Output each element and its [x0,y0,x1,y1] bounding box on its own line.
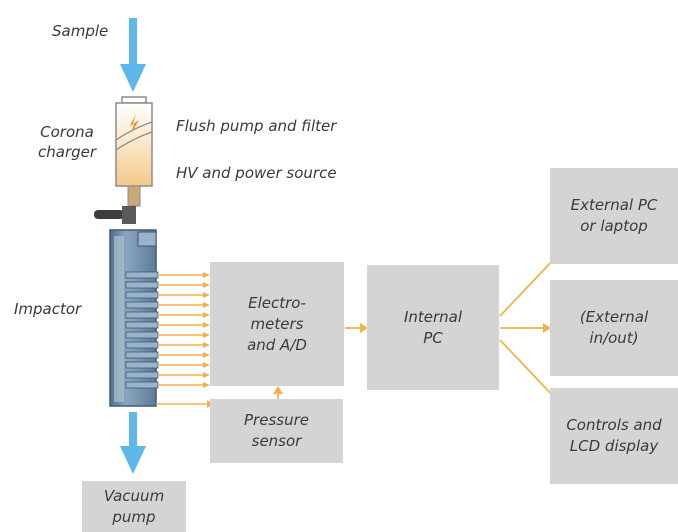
signal-arrowhead [203,282,210,288]
vacuum-pump-box: Vacuum pump [82,481,186,532]
impactor-stage [125,371,159,379]
flush-pump-connector-icon [94,206,136,224]
signal-arrowhead [203,372,210,378]
impactor-stage [125,321,159,329]
impactor-stage [125,291,159,299]
impactor-stage [125,381,159,389]
controls-lcd-label: Controls and LCD display [566,416,662,455]
signal-arrowhead [203,302,210,308]
corona-charger-label: Corona charger [38,123,97,161]
signal-arrowhead [203,342,210,348]
external-io-label: (External in/out) [579,308,649,347]
internal-pc-label: Internal PC [403,307,463,347]
corona-charger-icon [115,96,153,207]
signal-arrowhead [203,292,210,298]
flush-pump-label: Flush pump and filter [176,117,337,135]
impactor-stage [125,271,159,279]
external-pc-label: External PC or laptop [570,196,658,235]
impactor-signal-lines [158,272,210,388]
impactor-stage [125,281,159,289]
vacuum-pump-label: Vacuum pump [103,486,165,526]
signal-arrowhead [203,272,210,278]
signal-arrowhead [203,332,210,338]
sample-label: Sample [52,22,109,40]
internal-pc-box: Internal PC [367,265,499,390]
sample-arrow [120,18,146,92]
impactor-stage [125,341,159,349]
impactor-stage [125,351,159,359]
controls-lcd-box: Controls and LCD display [550,388,678,484]
impactor-label: Impactor [14,300,82,318]
pressure-signal-line [156,400,214,408]
signal-arrowhead [203,362,210,368]
electrometers-label: Electro- meters and A/D [247,293,307,354]
signal-arrowhead [203,382,210,388]
electrometers-box: Electro- meters and A/D [210,262,344,386]
hv-power-label: HV and power source [176,164,337,182]
impactor-stage [125,361,159,369]
external-io-box: (External in/out) [550,280,678,376]
pc-to-external-io-arrow [500,323,551,333]
pressure-sensor-label: Pressure sensor [244,411,309,450]
electrometer-to-pc-arrow [345,323,368,333]
impactor-stage [125,331,159,339]
impactor-stage [125,311,159,319]
external-pc-box: External PC or laptop [550,168,678,264]
impactor-stage [125,301,159,309]
signal-arrowhead [203,312,210,318]
impactor-icon [109,229,159,407]
vacuum-arrow [120,412,146,474]
signal-arrowhead [203,352,210,358]
pressure-to-electrometer-arrow [273,386,283,399]
pressure-sensor-box: Pressure sensor [210,399,343,463]
signal-arrowhead [203,322,210,328]
